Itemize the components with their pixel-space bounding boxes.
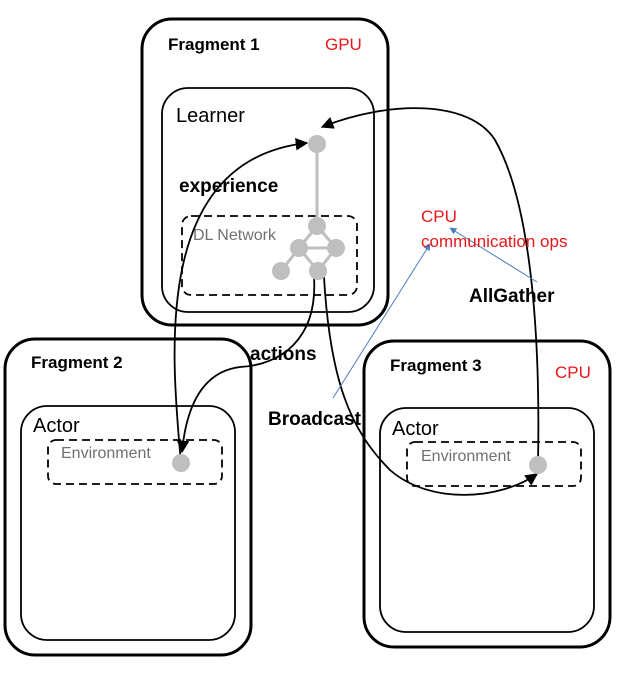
learner-input-node xyxy=(308,135,326,153)
annotation-lines xyxy=(332,227,538,399)
environment-1-label: Environment xyxy=(61,445,151,462)
actions-label: actions xyxy=(250,344,317,365)
network-node xyxy=(327,239,345,257)
fragment-1-box xyxy=(140,17,390,327)
fragment-1: Fragment 1 GPU Learner DL Network xyxy=(140,17,390,327)
data-flow xyxy=(173,107,540,496)
allgather-arrow xyxy=(320,107,540,464)
fragment-3-device-label: CPU xyxy=(555,363,591,382)
environment-1-node xyxy=(172,454,190,472)
fragment-2: Fragment 2 Actor Environment xyxy=(3,337,253,657)
network-output-node xyxy=(309,262,327,280)
experience-label: experience xyxy=(179,176,278,197)
actor-2-label: Actor xyxy=(392,418,439,440)
network-edges xyxy=(279,144,338,272)
fragment-2-box xyxy=(3,337,253,657)
fragment-3-box xyxy=(362,339,612,649)
environment-2-box xyxy=(406,441,582,487)
fragment-1-title: Fragment 1 xyxy=(168,35,260,54)
dl-network-box xyxy=(181,215,358,296)
actor-2-box xyxy=(379,407,595,633)
network-nodes xyxy=(172,135,547,474)
allgather-label: AllGather xyxy=(469,286,555,307)
network-node xyxy=(290,239,308,257)
comm-ops-cpu-label: CPU xyxy=(421,207,457,226)
environment-1-box xyxy=(47,439,223,485)
environment-2-label: Environment xyxy=(421,448,511,465)
network-node xyxy=(308,217,326,235)
actor-1-label: Actor xyxy=(33,415,80,437)
learner-box xyxy=(161,87,375,313)
comm-ops-label: communication ops xyxy=(421,232,567,251)
experience-arrow xyxy=(173,137,309,464)
broadcast-arrow xyxy=(323,276,539,496)
broadcast-annotation-line xyxy=(332,243,431,399)
fragment-2-title: Fragment 2 xyxy=(31,353,123,372)
fragment-1-device-label: GPU xyxy=(325,35,362,54)
network-node xyxy=(272,262,290,280)
actions-arrow xyxy=(176,276,316,454)
environment-2-node xyxy=(529,456,547,474)
dl-network-label: DL Network xyxy=(193,227,277,244)
fragment-3-title: Fragment 3 xyxy=(390,356,482,375)
broadcast-label: Broadcast xyxy=(268,409,362,430)
learner-label: Learner xyxy=(176,105,245,127)
allgather-annotation-line xyxy=(449,227,538,283)
fragment-3: Fragment 3 CPU Actor Environment xyxy=(362,339,612,649)
actor-1-box xyxy=(20,405,236,641)
